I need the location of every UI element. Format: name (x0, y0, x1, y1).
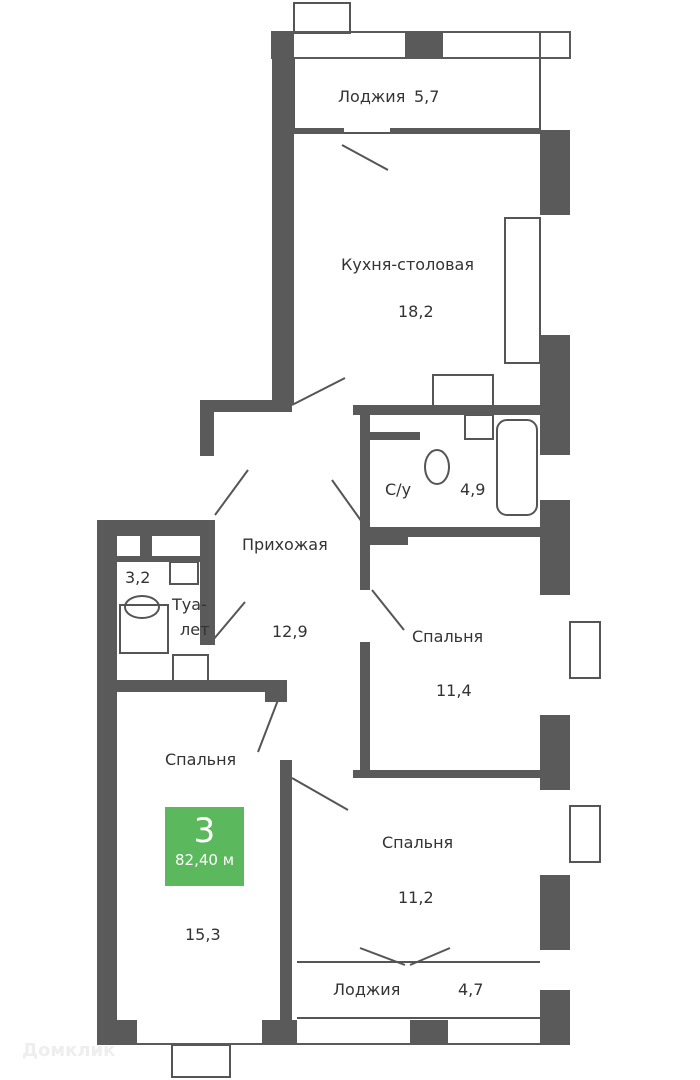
loggia-top-label: Лоджия (338, 87, 406, 106)
kitchen-label: Кухня-столовая (341, 255, 474, 274)
bedroom-bottom-label: Спальня (382, 833, 454, 852)
toilet-label-1: Туа- (172, 595, 207, 614)
room-count: 3 (193, 811, 216, 851)
bathroom-label: С/у (385, 480, 412, 499)
wall-segments (97, 31, 571, 1045)
bedroom-left-area: 15,3 (185, 925, 221, 944)
hallway-area: 12,9 (272, 622, 308, 641)
apartment-badge: 3 82,40 м (165, 807, 244, 886)
toilet-label-2: лет (180, 620, 210, 639)
hallway-label: Прихожая (242, 535, 328, 554)
loggia-top-area: 5,7 (414, 87, 440, 106)
bedroom-right-area: 11,4 (436, 681, 472, 700)
loggia-bottom-label: Лоджия (333, 980, 401, 999)
bathroom-area: 4,9 (460, 480, 486, 499)
toilet-area: 3,2 (125, 568, 151, 587)
bedroom-left-label: Спальня (165, 750, 237, 769)
total-area: 82,40 м (174, 851, 235, 869)
bedroom-bottom-area: 11,2 (398, 888, 434, 907)
bedroom-right-label: Спальня (412, 627, 484, 646)
loggia-bottom-area: 4,7 (458, 980, 484, 999)
kitchen-area: 18,2 (398, 302, 434, 321)
watermark: Домклик (22, 1040, 116, 1061)
